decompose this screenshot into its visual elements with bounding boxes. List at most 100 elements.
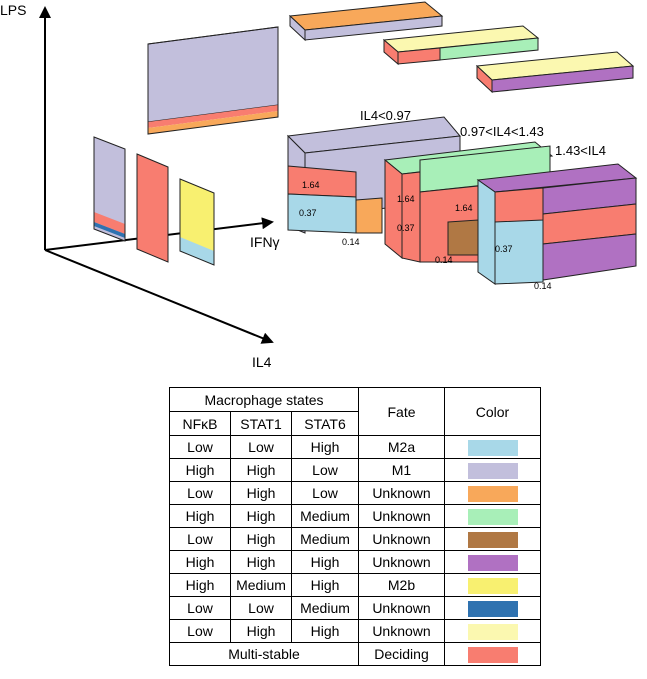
stat6-cell: High bbox=[291, 550, 359, 574]
col-stat1: STAT1 bbox=[230, 411, 292, 436]
fate-cell: Unknown bbox=[358, 619, 445, 643]
group-3-value-2: 0.14 bbox=[534, 281, 552, 291]
il4-axis-label: IL4 bbox=[252, 354, 272, 370]
nfkb-cell: Low bbox=[169, 435, 231, 459]
stat6-cell: Low bbox=[291, 481, 359, 505]
color-cell bbox=[444, 435, 541, 459]
stat6-cell: Medium bbox=[291, 527, 359, 551]
group-3-title: 1.43<IL4 bbox=[555, 143, 606, 158]
color-swatch bbox=[467, 439, 518, 456]
stat1-cell: Medium bbox=[230, 573, 292, 597]
color-swatch bbox=[467, 485, 518, 502]
stat6-cell: High bbox=[291, 573, 359, 597]
fate-cell: M2a bbox=[358, 435, 445, 459]
color-cell bbox=[444, 642, 541, 666]
group-1-title: IL4<0.97 bbox=[360, 108, 411, 123]
color-cell bbox=[444, 596, 541, 620]
stat1-cell: Low bbox=[230, 435, 292, 459]
color-cell bbox=[444, 527, 541, 551]
ifng-slice-1 bbox=[93, 136, 126, 242]
macrophage-state-table: Macrophage states Fate Color NFκB STAT1 … bbox=[169, 387, 541, 666]
color-cell bbox=[444, 458, 541, 482]
stat1-cell: Low bbox=[230, 596, 292, 620]
color-swatch bbox=[467, 623, 518, 640]
ifng-axis-label: IFNγ bbox=[250, 234, 280, 250]
table-group-header: Macrophage states bbox=[169, 387, 359, 412]
color-swatch bbox=[467, 554, 518, 571]
fate-cell: Unknown bbox=[358, 596, 445, 620]
nfkb-cell: High bbox=[169, 573, 231, 597]
lps-slice-panel bbox=[147, 26, 279, 135]
fate-cell: Unknown bbox=[358, 527, 445, 551]
color-swatch bbox=[467, 577, 518, 594]
nfkb-cell: High bbox=[169, 458, 231, 482]
fate-cell: Unknown bbox=[358, 504, 445, 528]
state-diagram: LPS IFNγ IL4 bbox=[0, 1, 638, 370]
stat1-cell: High bbox=[230, 619, 292, 643]
fate-cell: Unknown bbox=[358, 550, 445, 574]
color-swatch bbox=[467, 462, 518, 479]
color-swatch bbox=[467, 646, 518, 663]
stat6-cell: Medium bbox=[291, 504, 359, 528]
nfkb-cell: Low bbox=[169, 481, 231, 505]
stat1-cell: High bbox=[230, 527, 292, 551]
color-cell bbox=[444, 504, 541, 528]
ifng-slice-2 bbox=[136, 153, 169, 263]
group-2-title: 0.97<IL4<1.43 bbox=[460, 124, 544, 139]
stat1-cell: High bbox=[230, 458, 292, 482]
color-swatch bbox=[467, 531, 518, 548]
fate-header: Fate bbox=[358, 387, 445, 436]
color-cell bbox=[444, 573, 541, 597]
ifng-slice-3 bbox=[179, 178, 215, 266]
group-1-value-1: 1.64 bbox=[302, 180, 320, 190]
top-slab-1 bbox=[288, 1, 444, 42]
group-2-value-3: 0.37 bbox=[397, 223, 415, 233]
group-3-value-1: 0.37 bbox=[495, 244, 513, 254]
color-cell bbox=[444, 481, 541, 505]
color-cell bbox=[444, 550, 541, 574]
stat6-cell: Low bbox=[291, 458, 359, 482]
lps-axis-label: LPS bbox=[0, 2, 26, 18]
stat6-cell: Medium bbox=[291, 596, 359, 620]
col-nfkb: NFκB bbox=[169, 411, 231, 436]
nfkb-cell: Low bbox=[169, 527, 231, 551]
color-swatch bbox=[467, 508, 518, 525]
fate-cell: M2b bbox=[358, 573, 445, 597]
group-2-value-4: 0.14 bbox=[435, 255, 453, 265]
nfkb-cell: High bbox=[169, 504, 231, 528]
stat6-cell: High bbox=[291, 619, 359, 643]
stat1-cell: High bbox=[230, 550, 292, 574]
col-stat6: STAT6 bbox=[291, 411, 359, 436]
nfkb-cell: High bbox=[169, 550, 231, 574]
color-header: Color bbox=[444, 387, 541, 436]
nfkb-cell: Low bbox=[169, 619, 231, 643]
stat6-cell: High bbox=[291, 435, 359, 459]
group-1-value-2: 0.37 bbox=[299, 208, 317, 218]
group-2-value-1: 1.64 bbox=[397, 194, 415, 204]
top-slab-2 bbox=[382, 25, 540, 66]
fate-cell: Unknown bbox=[358, 481, 445, 505]
color-cell bbox=[444, 619, 541, 643]
stat1-cell: High bbox=[230, 481, 292, 505]
fate-cell: Deciding bbox=[358, 642, 445, 666]
fate-cell: M1 bbox=[358, 458, 445, 482]
group-1-value-3: 0.14 bbox=[342, 237, 360, 247]
color-swatch bbox=[467, 600, 518, 617]
il4-axis bbox=[44, 249, 274, 344]
nfkb-cell: Low bbox=[169, 596, 231, 620]
multistable-cell: Multi-stable bbox=[169, 642, 359, 666]
top-slab-3 bbox=[475, 51, 635, 94]
group-2-value-2: 1.64 bbox=[455, 203, 473, 213]
il4-high-block bbox=[476, 163, 638, 285]
stat1-cell: High bbox=[230, 504, 292, 528]
